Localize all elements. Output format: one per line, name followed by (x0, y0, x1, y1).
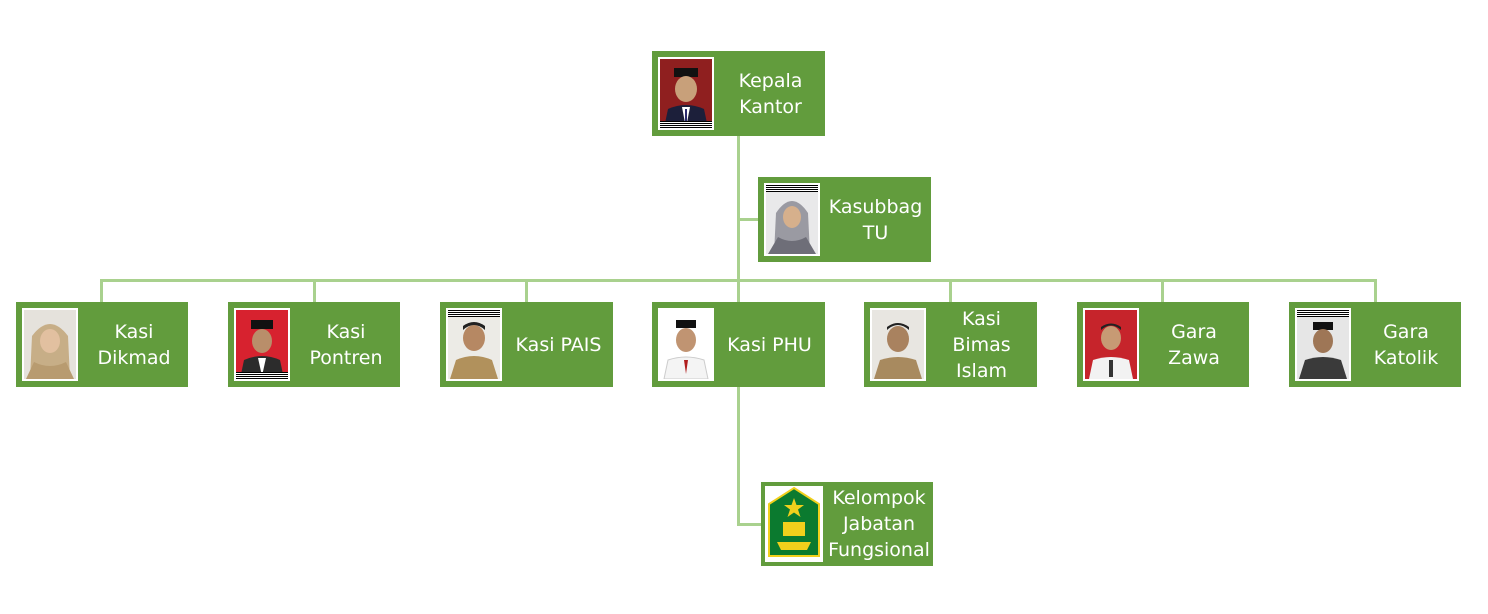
connector-to-kelompok (737, 523, 762, 526)
node-gara-zawa[interactable]: Gara Zawa (1077, 302, 1249, 387)
photo-kasubbag-tu (764, 183, 820, 256)
node-kelompok-jabatan-fungsional[interactable]: Kelompok Jabatan Fungsional (761, 482, 933, 566)
node-label: Kasubbag TU (828, 195, 923, 244)
node-label: Kasi Pontren (309, 320, 383, 369)
node-label: Kelompok Jabatan Fungsional (828, 487, 930, 561)
node-label: Kasi Dikmad (97, 320, 171, 369)
node-kasi-phu[interactable]: Kasi PHU (652, 302, 825, 387)
node-kasubbag-tu[interactable]: Kasubbag TU (758, 177, 931, 262)
photo-kasi-bimas-islam (870, 308, 926, 381)
node-gara-katolik[interactable]: Gara Katolik (1289, 302, 1461, 387)
node-label: Kasi Bimas Islam (952, 307, 1011, 382)
connector-phu-down (737, 386, 740, 526)
node-kasi-bimas-islam[interactable]: Kasi Bimas Islam (864, 302, 1037, 387)
connector-drop-pais (525, 279, 528, 303)
node-kasi-dikmad[interactable]: Kasi Dikmad (16, 302, 188, 387)
connector-drop-katolik (1374, 279, 1377, 303)
node-label: Gara Zawa (1168, 320, 1220, 369)
connector-drop-pontren (313, 279, 316, 303)
connector-drop-phu (737, 279, 740, 303)
connector-drop-bimas (949, 279, 952, 303)
photo-kasi-dikmad (22, 308, 78, 381)
photo-gara-zawa (1083, 308, 1139, 381)
photo-kepala-kantor (658, 57, 714, 130)
photo-kasi-pontren (234, 308, 290, 381)
kemenag-logo (765, 486, 823, 562)
photo-kasi-phu (658, 308, 714, 381)
node-kepala-kantor[interactable]: Kepala Kantor (652, 51, 825, 136)
node-label: Gara Katolik (1373, 320, 1439, 369)
connector-drop-dikmad (100, 279, 103, 303)
photo-kasi-pais (446, 308, 502, 381)
connector-head-down (737, 136, 740, 282)
photo-gara-katolik (1295, 308, 1351, 381)
node-kasi-pais[interactable]: Kasi PAIS (440, 302, 613, 387)
node-kasi-pontren[interactable]: Kasi Pontren (228, 302, 400, 387)
node-label: Kasi PHU (727, 333, 812, 356)
connector-to-kasubbag (737, 218, 759, 221)
connector-drop-zawa (1161, 279, 1164, 303)
node-label: Kepala Kantor (738, 69, 803, 118)
node-label: Kasi PAIS (515, 333, 602, 356)
